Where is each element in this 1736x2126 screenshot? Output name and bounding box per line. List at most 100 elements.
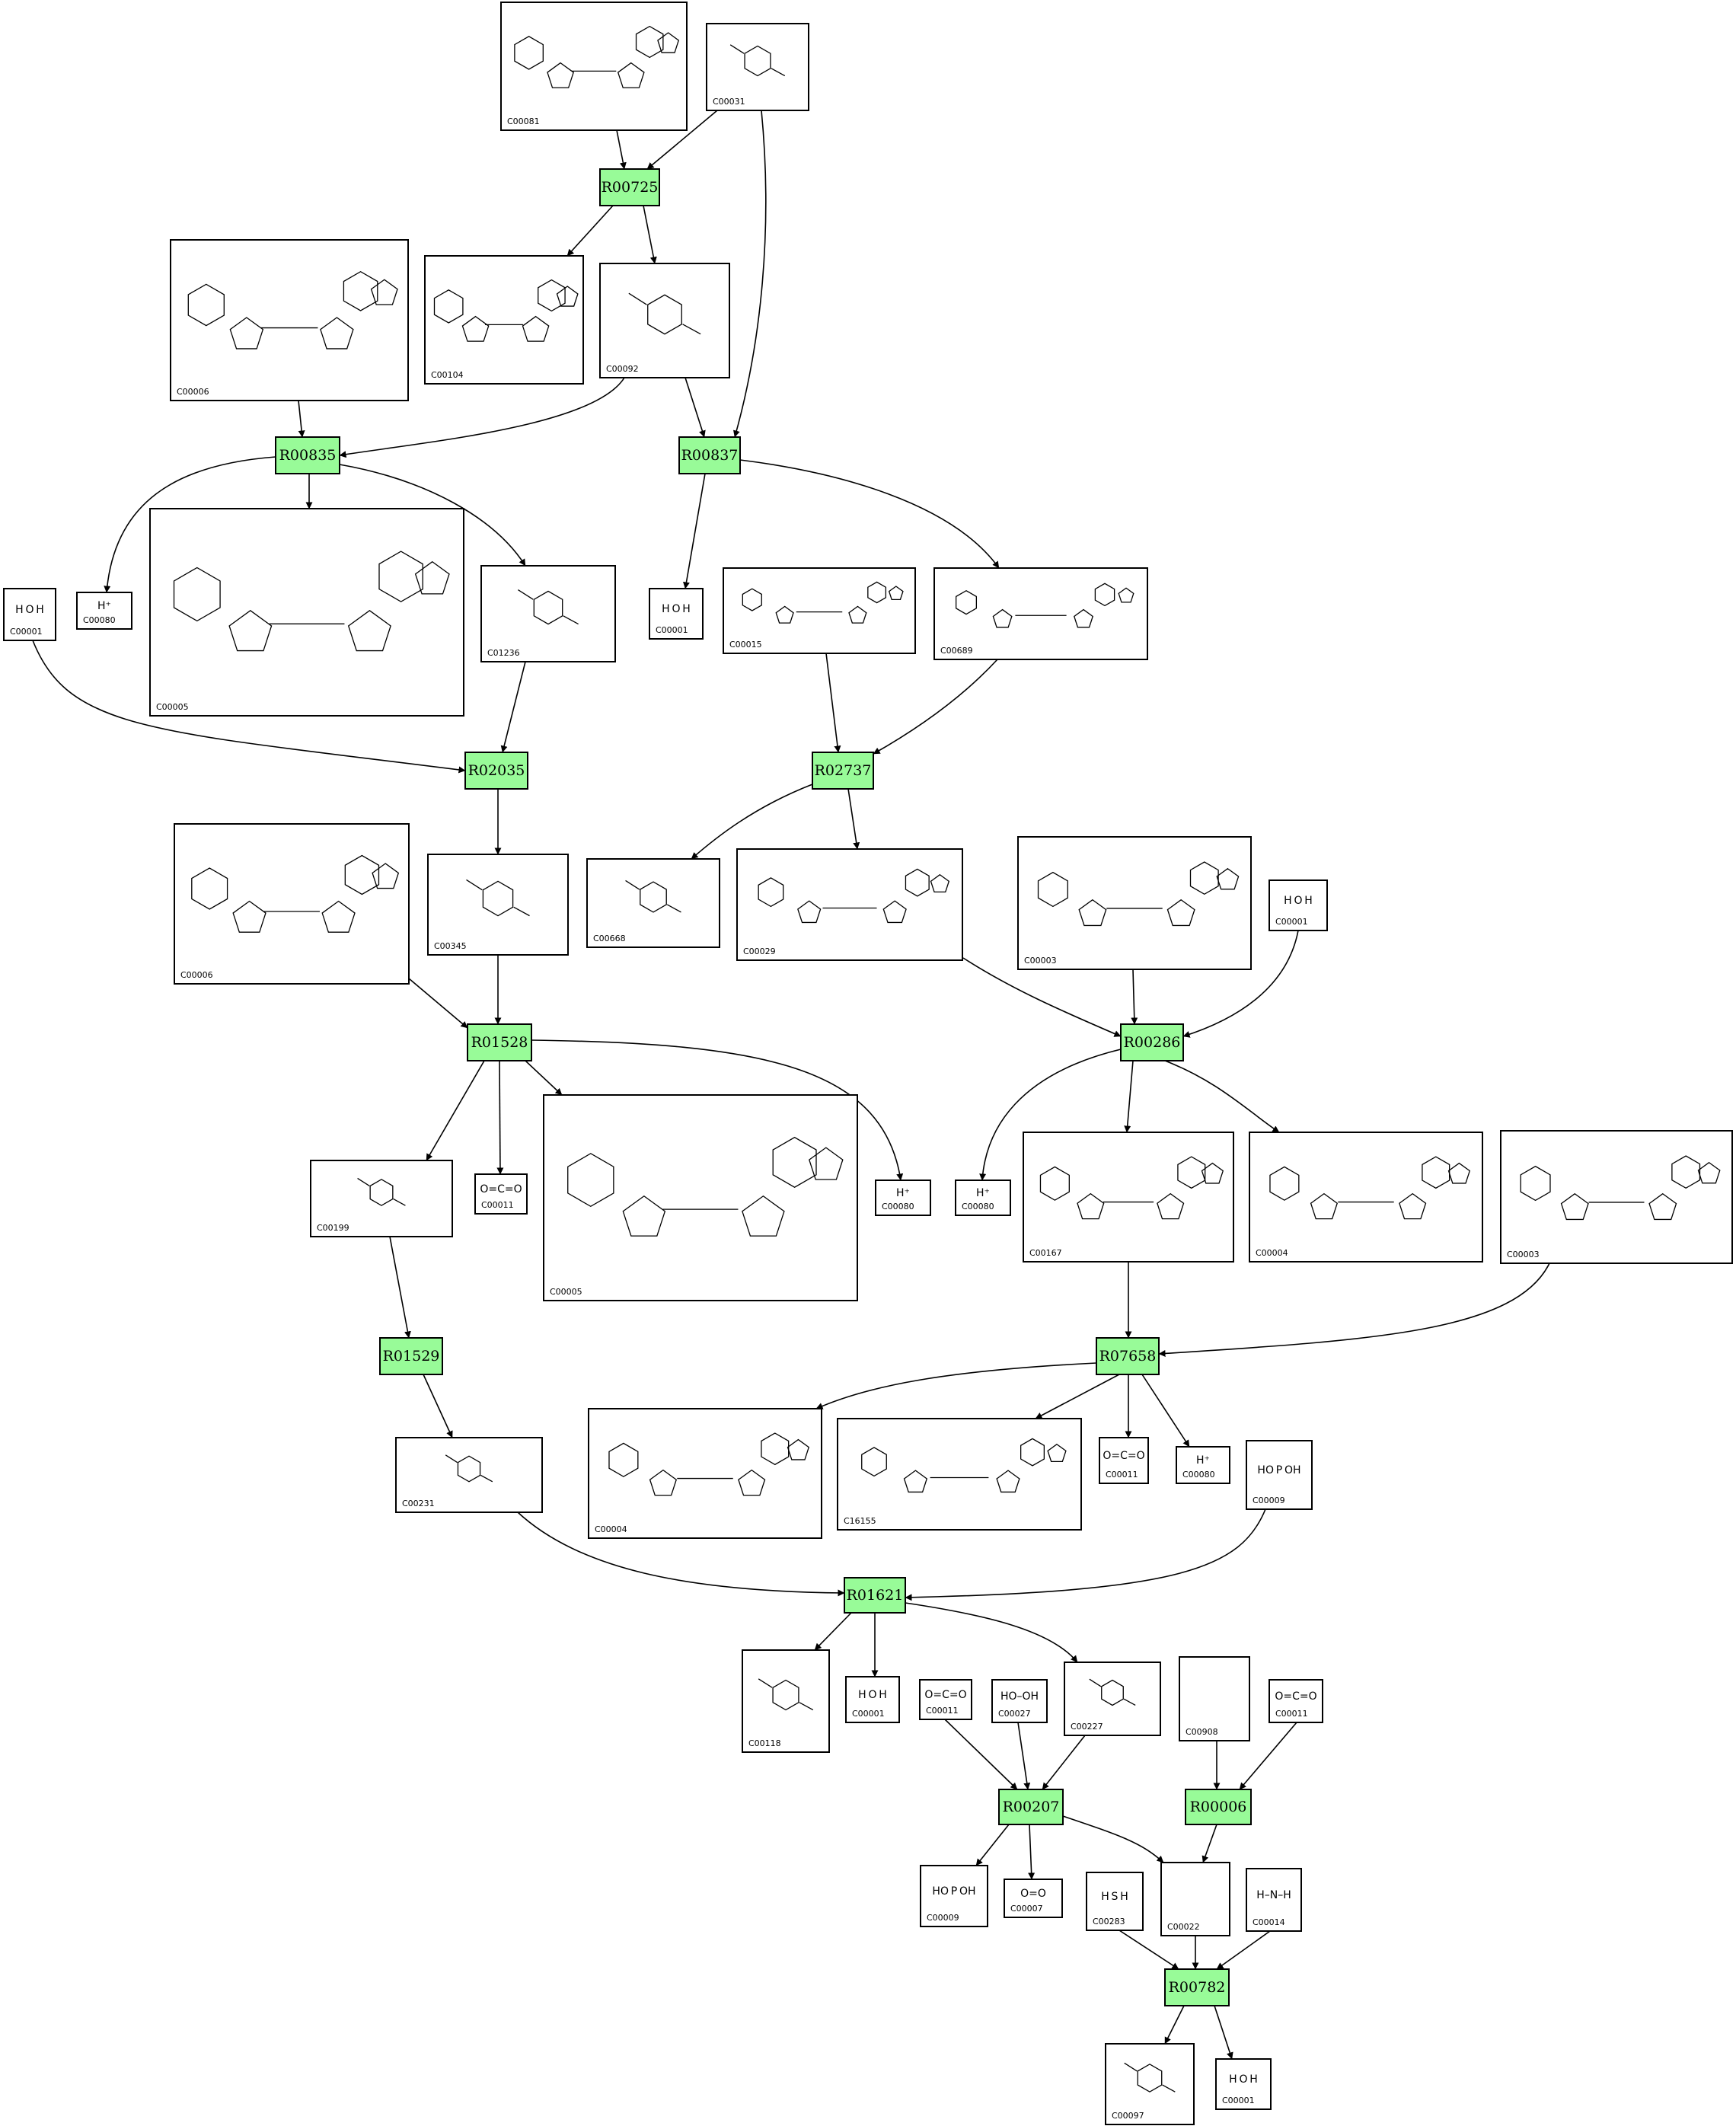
edge-c42-to-r-R00782 — [1119, 1930, 1179, 1970]
compound-box — [427, 854, 569, 956]
edge-c5-to-r-R00835 — [339, 377, 625, 458]
structure-drawing — [1089, 1678, 1136, 1706]
edge-c26-to-r-R07658 — [1158, 1263, 1550, 1357]
compound-box — [919, 1679, 972, 1720]
reaction-node-R00782[interactable]: R00782 — [1164, 1968, 1230, 2006]
compound-id-label: C00001 — [1275, 917, 1308, 927]
compound-node-C00015[interactable]: C00015 — [723, 567, 916, 654]
reaction-node-R07658[interactable]: R07658 — [1096, 1337, 1160, 1375]
structure-drawing — [861, 1438, 1067, 1493]
reaction-node-R02737[interactable]: R02737 — [812, 752, 874, 790]
compound-node-C00022[interactable]: C00022 — [1160, 1862, 1230, 1936]
reaction-box — [1164, 1968, 1230, 2006]
compound-node-C00080[interactable]: H⁺C00080 — [76, 592, 132, 630]
structure-drawing — [729, 44, 786, 77]
compound-box — [1215, 2058, 1272, 2110]
edge-c3-to-r-R00835 — [298, 400, 305, 438]
reaction-node-R02035[interactable]: R02035 — [464, 752, 528, 790]
reaction-node-R01621[interactable]: R01621 — [844, 1577, 906, 1614]
reaction-node-R00835[interactable]: R00835 — [275, 436, 340, 474]
compound-node-C00345[interactable]: C00345 — [427, 854, 569, 956]
reaction-node-R01529[interactable]: R01529 — [379, 1337, 443, 1375]
compound-id-label: C00092 — [606, 364, 639, 374]
compound-node-C01236[interactable]: C01236 — [480, 565, 616, 662]
edge-c44-to-r-R00782 — [1216, 1930, 1271, 1970]
compound-formula: O=C=O — [1103, 1450, 1144, 1462]
reaction-node-R00207[interactable]: R00207 — [998, 1789, 1064, 1825]
compound-node-C00104[interactable]: C00104 — [424, 255, 584, 385]
compound-node-C00029[interactable]: C00029 — [736, 848, 963, 961]
edge-r-R01621-to-c37 — [905, 1602, 1078, 1663]
compound-formula: O=C=O — [480, 1183, 522, 1195]
compound-node-C00005[interactable]: C00005 — [149, 508, 464, 717]
compound-node-C00227[interactable]: C00227 — [1064, 1662, 1161, 1736]
compound-node-C00081[interactable]: C00081 — [500, 2, 688, 131]
compound-node-C00092[interactable]: C00092 — [599, 263, 730, 378]
compound-node-C00031[interactable]: C00031 — [706, 23, 809, 111]
reaction-node-R00725[interactable]: R00725 — [599, 168, 660, 206]
compound-node-C00004[interactable]: C00004 — [1249, 1132, 1483, 1263]
compound-node-C00004[interactable]: C00004 — [588, 1408, 822, 1539]
reaction-box — [1096, 1337, 1160, 1375]
compound-box — [1179, 1656, 1250, 1741]
compound-node-C00199[interactable]: C00199 — [310, 1160, 453, 1237]
edge-r-R00286-to-c23 — [979, 1049, 1122, 1181]
compound-node-C00668[interactable]: C00668 — [586, 858, 720, 948]
reaction-label: R01528 — [471, 1034, 528, 1051]
structure-drawing — [514, 25, 680, 88]
reaction-node-R00006[interactable]: R00006 — [1185, 1789, 1252, 1825]
compound-box — [955, 1180, 1011, 1216]
reaction-node-R00837[interactable]: R00837 — [678, 436, 741, 474]
compound-box — [742, 1649, 830, 1753]
compound-box — [1099, 1437, 1149, 1484]
compound-id-label: C00031 — [713, 97, 745, 107]
compound-node-C00908[interactable]: C00908 — [1179, 1656, 1250, 1741]
edge-r-R00782-to-c46 — [1214, 2005, 1233, 2060]
compound-box — [424, 255, 584, 385]
edge-c18-to-r-R00286 — [1182, 930, 1299, 1038]
compound-node-C00006[interactable]: C00006 — [174, 823, 410, 985]
compound-id-label: C00003 — [1024, 956, 1057, 966]
compound-node-C16155[interactable]: C16155 — [837, 1418, 1082, 1531]
compound-node-C00118[interactable]: C00118 — [742, 1649, 830, 1753]
compound-node-C00097[interactable]: C00097 — [1105, 2043, 1195, 2125]
compound-node-C00080[interactable]: H⁺C00080 — [955, 1180, 1011, 1216]
compound-box — [1004, 1879, 1063, 1918]
compound-node-C00689[interactable]: C00689 — [933, 567, 1148, 660]
compound-box — [1500, 1130, 1733, 1264]
compound-id-label: C00227 — [1071, 1722, 1103, 1732]
compound-formula: O=C=O — [924, 1689, 966, 1701]
compound-id-label: C00080 — [83, 615, 116, 625]
structure-drawing — [357, 1177, 406, 1206]
compound-node-C00080[interactable]: H⁺C00080 — [1176, 1446, 1230, 1484]
structure-drawing — [433, 279, 579, 342]
compound-box — [1246, 1868, 1302, 1932]
compound-box — [1176, 1446, 1230, 1484]
compound-node-C00080[interactable]: H⁺C00080 — [875, 1180, 931, 1216]
reaction-node-R00286[interactable]: R00286 — [1120, 1023, 1184, 1061]
reaction-node-R01528[interactable]: R01528 — [467, 1023, 532, 1061]
compound-node-C00003[interactable]: C00003 — [1017, 836, 1252, 970]
compound-node-C00167[interactable]: C00167 — [1023, 1132, 1234, 1263]
compound-node-C00231[interactable]: C00231 — [395, 1437, 543, 1513]
compound-node-C00006[interactable]: C00006 — [170, 239, 409, 401]
compound-node-C00003[interactable]: C00003 — [1500, 1130, 1733, 1264]
edge-c39-to-r-R00006 — [1239, 1722, 1297, 1790]
compound-node-C00005[interactable]: C00005 — [543, 1094, 858, 1301]
